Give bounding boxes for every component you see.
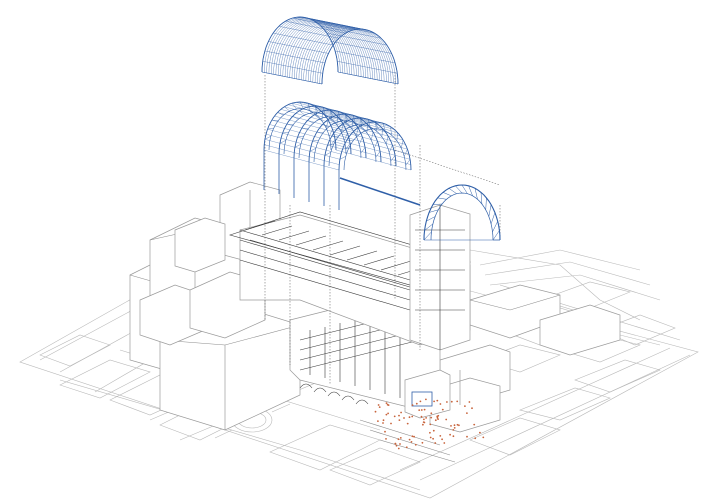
arched-truss-icon (263, 101, 421, 210)
context-right (429, 284, 621, 433)
station-building (228, 204, 471, 419)
context-buildings (129, 181, 301, 431)
people (374, 398, 485, 450)
projection-lines (264, 72, 501, 385)
vaulted-roof-icon (261, 16, 399, 85)
side-arch (423, 184, 501, 241)
